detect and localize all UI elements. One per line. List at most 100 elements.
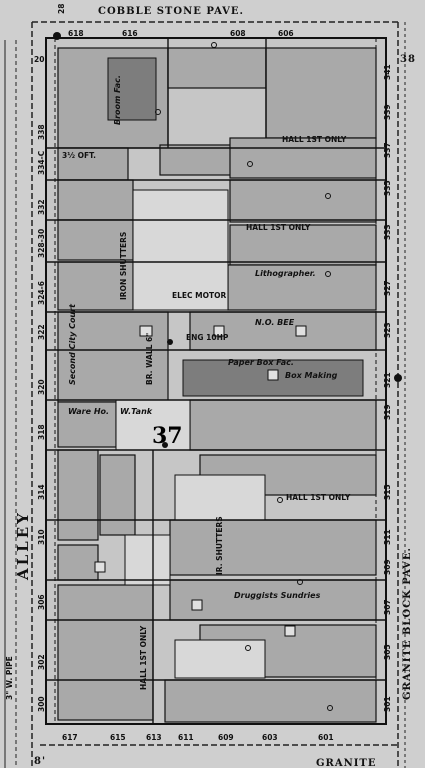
building (57, 544, 99, 581)
courtyard (174, 639, 266, 679)
address-number: 609 (218, 733, 234, 742)
address-number: 323 (383, 322, 392, 338)
corner-label-top-right-alt: 28 (57, 4, 66, 14)
address-number: 603 (262, 733, 278, 742)
building (167, 47, 267, 89)
building (265, 47, 377, 139)
address-number: 611 (178, 733, 194, 742)
iron-shutters-label: IRON SHUTTERS (119, 232, 128, 300)
right-street-name: GRANITE BLOCK PAVE. (402, 547, 413, 700)
lot-lines (46, 38, 386, 724)
address-number: 341 (383, 64, 392, 80)
address-number: 306 (37, 594, 46, 610)
address-number: 315 (383, 484, 392, 500)
address-number: 305 (383, 644, 392, 660)
alley-label: ALLEY (14, 510, 32, 581)
address-number: 321 (383, 372, 392, 388)
address-number: 318 (37, 424, 46, 440)
building (57, 401, 117, 448)
address-number: 302 (37, 654, 46, 670)
address-number: 314 (37, 484, 46, 500)
address-number: 301 (383, 696, 392, 712)
top-address-numbers: 618 616 608 606 (68, 29, 294, 38)
left-address-numbers: 338 334-C 332 328-30 324-6 322 320 318 314 310 306… (37, 124, 46, 712)
building (57, 179, 134, 221)
address-number: 328-30 (37, 229, 46, 258)
top-street-name: COBBLE STONE PAVE. (98, 6, 244, 17)
water-tank-label: W.Tank (120, 407, 153, 416)
address-number: 617 (62, 733, 78, 742)
brick-wall-label: BR. WALL 6" (145, 333, 154, 385)
second-city-court-label: Second City Court (68, 303, 77, 385)
courtyard (115, 399, 191, 451)
courtyard (174, 474, 266, 521)
hydrant-icon (53, 32, 61, 40)
vent-circles (155, 42, 333, 711)
engine-icon (167, 339, 173, 345)
address-number: 311 (383, 529, 392, 545)
courtyard (124, 534, 171, 586)
building (57, 449, 99, 541)
building (164, 679, 377, 723)
corner-label-top-right: 38 (400, 54, 416, 65)
address-number: 319 (383, 404, 392, 420)
address-number: 618 (68, 29, 84, 38)
druggists-sundries-label: Druggists Sundries (234, 591, 321, 600)
building (229, 224, 377, 266)
corner-label-bottom-left: 8' (34, 756, 46, 767)
no-bee-label: N.O. BEE (255, 318, 295, 327)
building (227, 264, 377, 311)
offset-label: 3½ OFT. (62, 151, 96, 160)
address-number: 613 (146, 733, 162, 742)
address-number: 338 (37, 124, 46, 140)
hydrant-icon (394, 374, 402, 382)
address-number: 324-6 (37, 281, 46, 305)
address-number: 334-C (37, 150, 46, 175)
address-number: 339 (383, 104, 392, 120)
address-number: 307 (383, 599, 392, 615)
corner-label-top-left: 20' (34, 55, 47, 64)
right-address-numbers: 341 339 337 335 333 327 323 321 319 315 311 309 307 3… (383, 64, 392, 712)
broom-factory-fill (107, 57, 157, 121)
address-number: 335 (383, 180, 392, 196)
hall-note-d: HALL 1ST ONLY (139, 625, 148, 690)
lithographer-label: Lithographer. (255, 269, 316, 278)
map-symbols (53, 32, 402, 448)
hall-note-c: HALL 1ST ONLY (286, 493, 351, 502)
building (229, 137, 377, 179)
address-number: 310 (37, 529, 46, 545)
building (229, 179, 377, 223)
hall-note-a: HALL 1ST ONLY (282, 135, 347, 144)
courtyards (115, 189, 266, 679)
broom-factory-label: Broom Fac. (113, 75, 122, 125)
building (169, 519, 377, 576)
building (169, 579, 377, 621)
address-number: 327 (383, 280, 392, 296)
elec-motor-label: ELEC MOTOR (172, 291, 226, 300)
warehouse-label: Ware Ho. (68, 407, 109, 416)
paper-box-factory-label: Paper Box Fac. (228, 358, 294, 367)
courtyard (132, 189, 229, 311)
building (99, 454, 136, 536)
address-number: 606 (278, 29, 294, 38)
address-number: 608 (230, 29, 246, 38)
address-number: 615 (110, 733, 126, 742)
address-number: 616 (122, 29, 138, 38)
box-making-label: Box Making (285, 371, 338, 380)
address-number: 337 (383, 142, 392, 158)
address-number: 333 (383, 224, 392, 240)
address-number: 322 (37, 324, 46, 340)
address-number: 309 (383, 559, 392, 575)
address-number: 332 (37, 199, 46, 215)
building (189, 399, 377, 451)
address-number: 300 (37, 696, 46, 712)
pipe-label: 3" W. PIPE (5, 656, 14, 700)
symbol-boxes (94, 325, 307, 637)
hall-note-b: HALL 1ST ONLY (246, 223, 311, 232)
dashed-walls (46, 38, 386, 725)
address-number: 320 (37, 379, 46, 395)
iron-shutters-label-b: IR. SHUTTERS (215, 516, 224, 575)
building (57, 584, 154, 721)
